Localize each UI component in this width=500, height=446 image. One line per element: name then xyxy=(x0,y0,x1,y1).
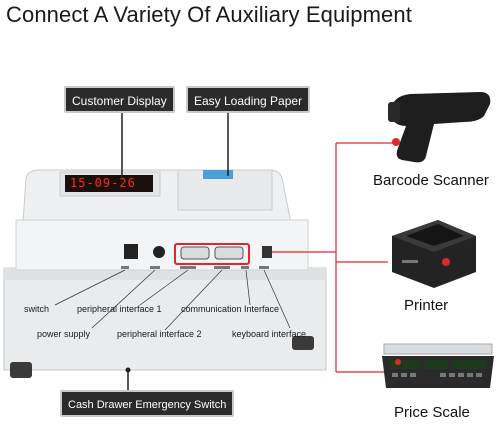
barcode-scanner-label: Barcode Scanner xyxy=(373,172,489,189)
peripheral-interface-1-label: peripheral interface 1 xyxy=(77,304,162,314)
price-scale-icon xyxy=(382,343,494,388)
page-title: Connect A Variety Of Auxiliary Equipment xyxy=(6,2,412,27)
display-readout: 15-09-26 xyxy=(70,176,136,190)
keyboard-interface-label: keyboard interface xyxy=(232,329,307,339)
switch-label: switch xyxy=(24,304,50,314)
peripheral-interface-2-label: peripheral interface 2 xyxy=(117,329,202,339)
communication-interface-label: communication Interface xyxy=(181,304,280,314)
price-scale-label: Price Scale xyxy=(394,404,470,421)
printer-icon xyxy=(392,220,476,288)
barcode-scanner-icon xyxy=(388,92,491,163)
cash-drawer-switch-tag: Cash Drawer Emergency Switch xyxy=(60,390,235,417)
printer-label: Printer xyxy=(404,297,449,314)
customer-display-tag: Customer Display xyxy=(64,86,175,113)
power-supply-label: power supply xyxy=(37,329,91,339)
easy-loading-paper-tag: Easy Loading Paper xyxy=(186,86,311,113)
